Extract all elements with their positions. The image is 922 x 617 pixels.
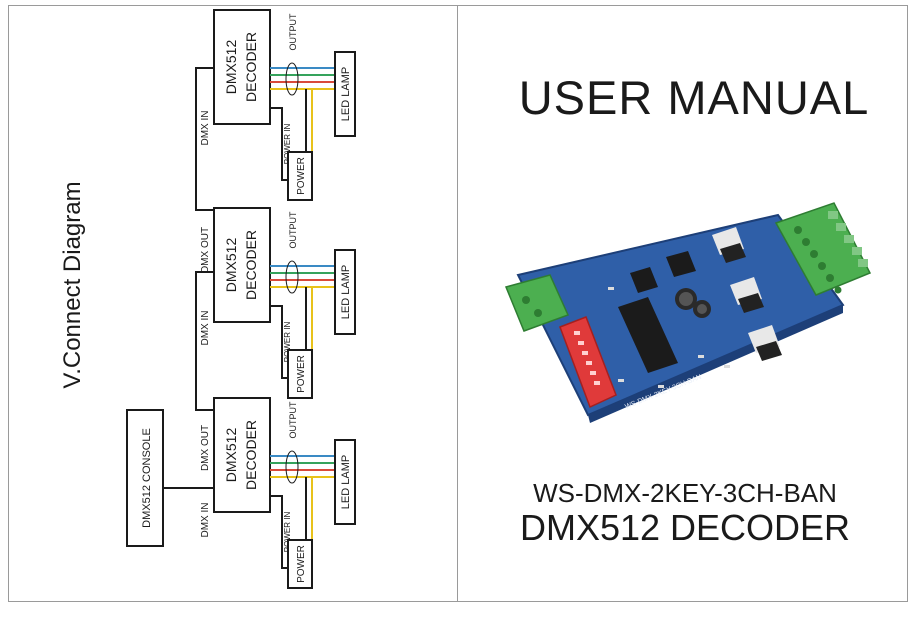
power-label: POWER — [296, 355, 307, 393]
power-in-label: POWER IN — [283, 322, 292, 363]
led-lamp-box — [334, 51, 356, 137]
capacitors — [675, 288, 711, 318]
power-box — [287, 539, 313, 589]
dmx-console-box — [126, 409, 164, 547]
decoder-label-line2: DECODER — [243, 32, 259, 102]
manual-title-block: USER MANUAL — [499, 70, 889, 125]
led-lamp-label: LED LAMP — [340, 455, 352, 509]
output-label: OUTPUT — [288, 13, 298, 51]
input-terminal — [504, 274, 570, 332]
power-label: POWER — [296, 157, 307, 195]
ic-chips — [618, 251, 696, 373]
page-frame — [8, 5, 908, 602]
output-label: OUTPUT — [288, 401, 298, 439]
output-label: OUTPUT — [288, 211, 298, 249]
dmx-out-label-3: DMX OUT — [200, 425, 211, 471]
power-box — [287, 349, 313, 399]
led-lamp-box — [334, 439, 356, 525]
page-divider — [457, 5, 458, 602]
decoder-label-line1: DMX512 — [223, 238, 239, 293]
decoder-label-line1: DMX512 — [223, 428, 239, 483]
wire-bundle-marker — [285, 62, 299, 96]
dmx-console-label: DMX512 CONSOLE — [141, 428, 153, 528]
dmx-in-label-1: DMX IN — [200, 111, 211, 146]
product-name: DMX512 DECODER — [519, 507, 851, 548]
decoder-board-photo: WS-DMX-2KEY-3CH-BAN — [504, 202, 872, 423]
diagram-heading: V.Connect Diagram — [59, 181, 86, 388]
decoder-label-line2: DECODER — [243, 230, 259, 300]
manual-title: USER MANUAL — [518, 71, 870, 124]
dmx-chain-lines — [182, 67, 214, 489]
model-number: WS-DMX-2KEY-3CH-BAN — [533, 478, 837, 508]
led-lamp-box — [334, 249, 356, 335]
wire-bundle-marker — [285, 450, 299, 484]
power-label: POWER — [296, 545, 307, 583]
connect-diagram: V.Connect Diagram DMX512 CONSOLE DMX IN … — [59, 9, 356, 589]
decoder-box — [213, 207, 271, 323]
led-lamp-label: LED LAMP — [340, 67, 352, 121]
decoder-label-line1: DMX512 — [223, 40, 239, 95]
power-box — [287, 151, 313, 201]
model-block: WS-DMX-2KEY-3CH-BAN DMX512 DECODER — [475, 478, 895, 549]
decoder-label-line2: DECODER — [243, 420, 259, 490]
dip-switch — [559, 316, 617, 409]
dmx-out-label-2: DMX OUT — [200, 227, 211, 273]
mosfets — [712, 227, 782, 361]
smd-parts — [608, 287, 730, 388]
dmx-in-label-3: DMX IN — [200, 503, 211, 538]
power-in-label: POWER IN — [283, 124, 292, 165]
led-lamp-label: LED LAMP — [340, 265, 352, 319]
dmx-in-label-2: DMX IN — [200, 311, 211, 346]
power-in-label: POWER IN — [283, 512, 292, 553]
output-terminal — [774, 202, 872, 296]
wire-bundle-marker — [285, 260, 299, 294]
